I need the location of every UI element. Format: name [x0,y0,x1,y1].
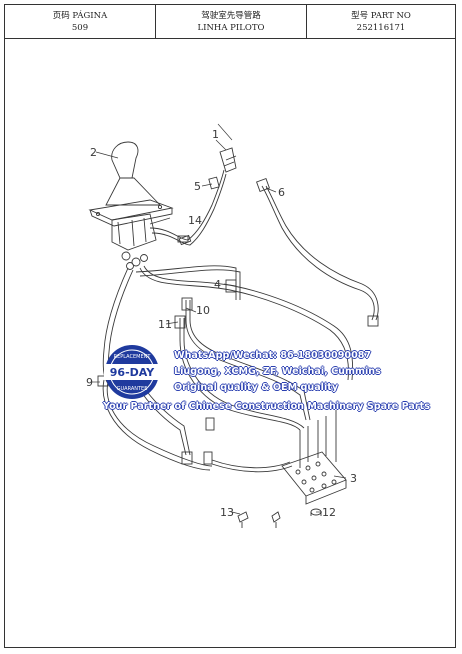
callout-4: 4 [214,278,221,291]
part-label: 型号 PART NO [351,10,411,21]
callout-12: 12 [322,506,336,519]
callout-13: 13 [220,506,234,519]
page-number: 509 [71,22,89,33]
callout-1: 1 [212,128,219,141]
callout-3: 3 [350,472,357,485]
title-portuguese: LINHA PILOTO [197,22,265,33]
pilot-valve [111,213,157,251]
callout-11: 11 [158,318,172,331]
badge-main-text: 96-DAY [110,366,155,379]
part-number: 252116171 [356,22,406,33]
badge-top-text: REPLACEMENT [114,354,152,360]
title-block: 页码 PÁGINA 509 驾驶室先导管路 LINHA PILOTO 型号 PA… [5,5,455,39]
drawing-sheet: 页码 PÁGINA 509 驾驶室先导管路 LINHA PILOTO 型号 PA… [4,4,456,648]
page-label: 页码 PÁGINA [52,10,108,21]
callout-5: 5 [194,180,201,193]
part-cell: 型号 PART NO 252116171 [307,5,455,38]
title-chinese: 驾驶室先导管路 [201,10,261,21]
callout-10: 10 [196,304,210,317]
callout-6: 6 [278,186,285,199]
callout-14: 14 [188,214,202,227]
badge-bottom-text: GUARANTEE [117,386,148,392]
title-cell: 驾驶室先导管路 LINHA PILOTO [156,5,307,38]
page-cell: 页码 PÁGINA 509 [5,5,156,38]
guarantee-badge: 96-DAY REPLACEMENT GUARANTEE [104,345,160,399]
joystick-handle [111,141,139,179]
callout-2: 2 [90,146,97,159]
callout-9: 9 [86,376,93,389]
